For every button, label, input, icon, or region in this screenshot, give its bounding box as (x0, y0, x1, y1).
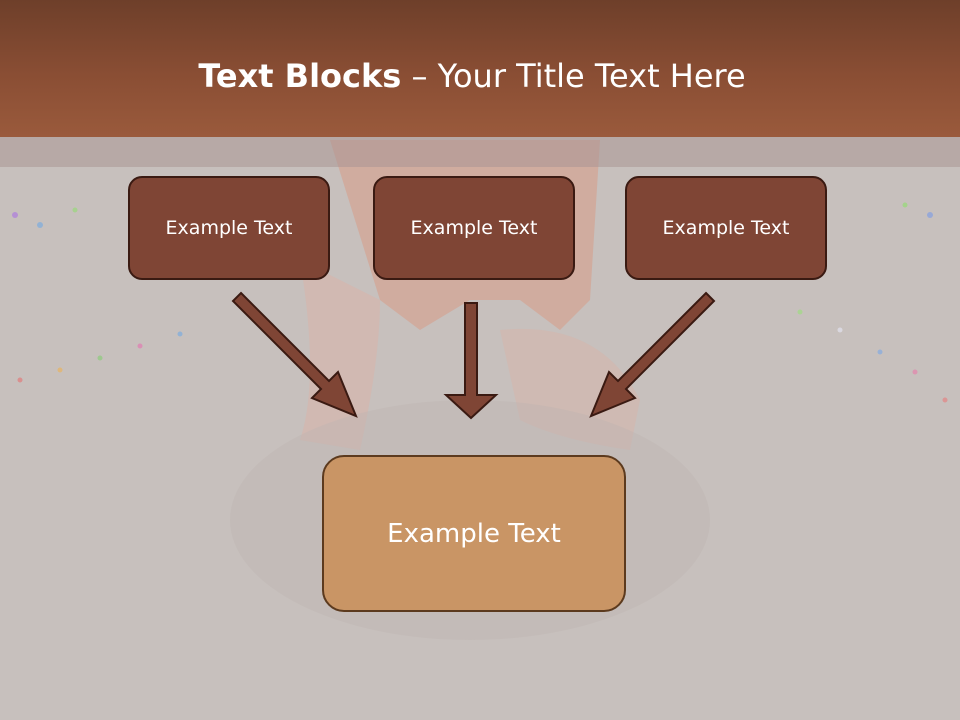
arrow-left-diagonal[interactable] (231, 291, 358, 418)
target-text-block-label: Example Text (387, 518, 561, 549)
title-band (0, 137, 960, 167)
slide-title: Text Blocks – Your Title Text Here (0, 54, 944, 98)
title-separator: – (401, 57, 438, 95)
title-regular-part: Your Title Text Here (437, 57, 746, 95)
title-bold-part: Text Blocks (198, 57, 402, 95)
target-text-block[interactable]: Example Text (322, 455, 626, 612)
text-block-right-label: Example Text (662, 217, 790, 239)
text-block-center-label: Example Text (410, 217, 538, 239)
title-bar (0, 0, 960, 137)
text-block-right[interactable]: Example Text (625, 176, 827, 280)
text-block-left[interactable]: Example Text (128, 176, 330, 280)
text-block-center[interactable]: Example Text (373, 176, 575, 280)
arrow-center-down[interactable] (443, 302, 499, 420)
text-block-left-label: Example Text (165, 217, 293, 239)
arrow-right-diagonal[interactable] (589, 291, 716, 418)
